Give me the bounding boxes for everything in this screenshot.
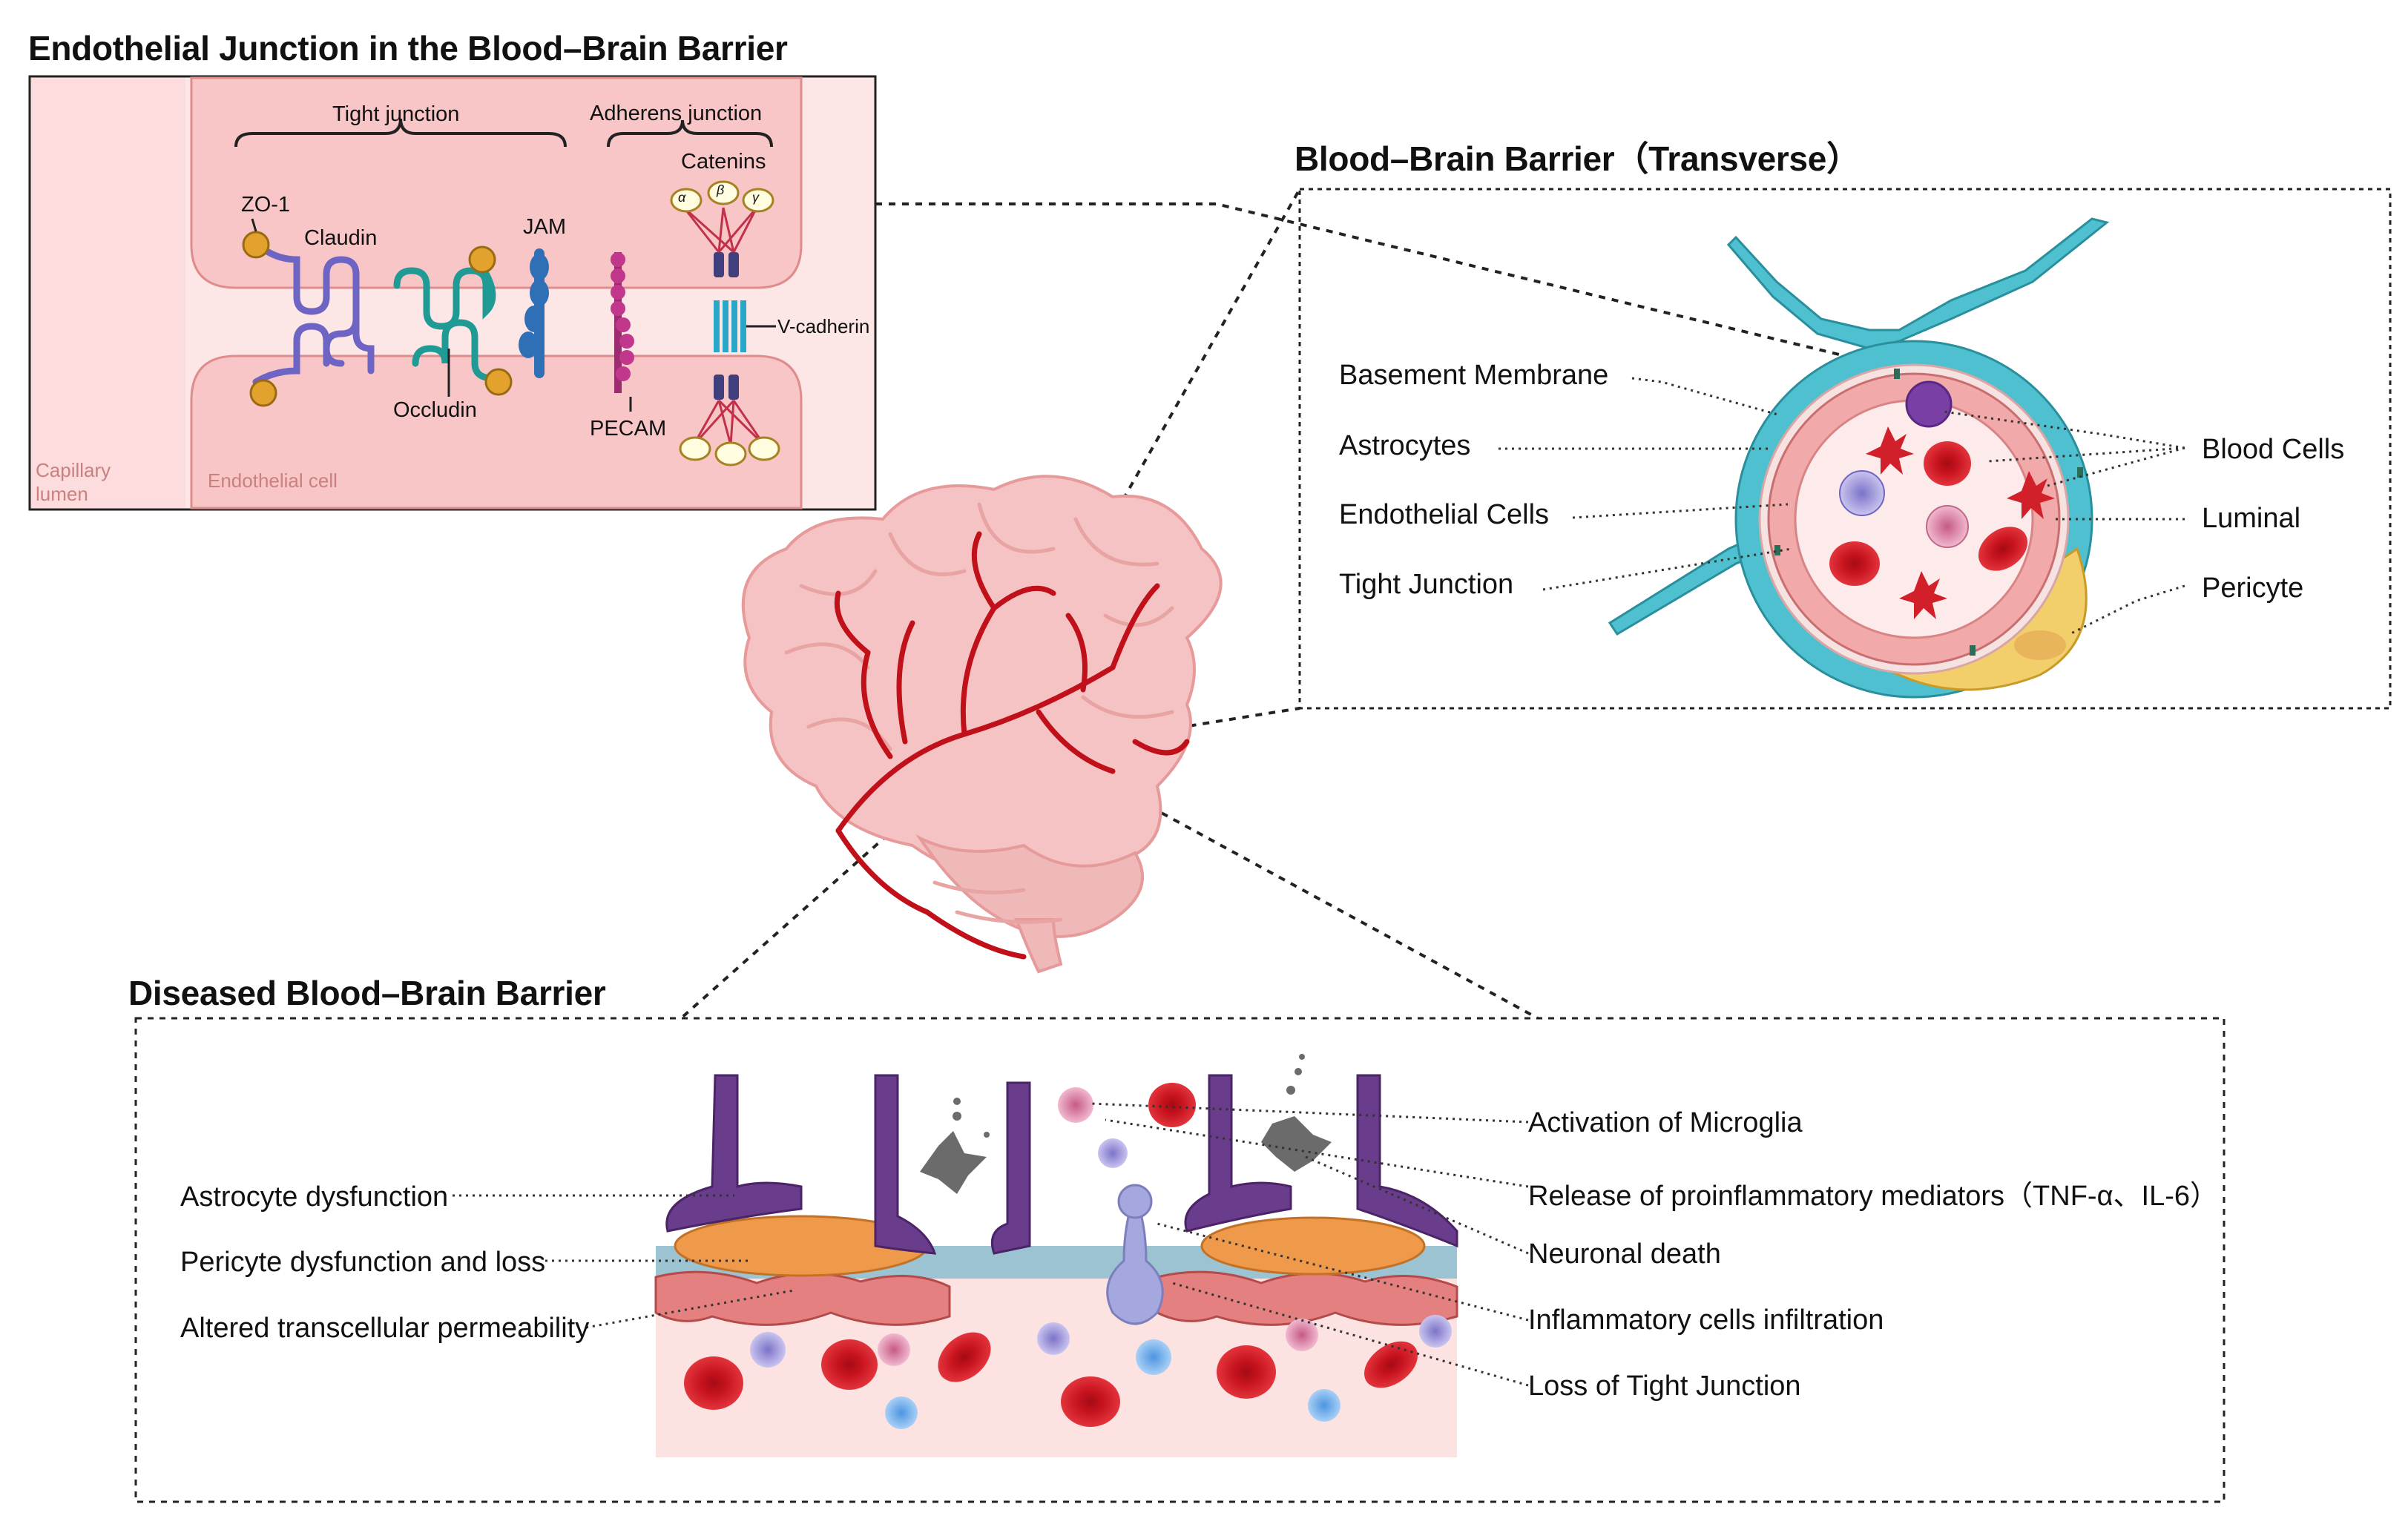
junction-title: Endothelial Junction in the Blood–Brain … <box>28 29 788 67</box>
transverse-title: Blood–Brain Barrier（Transverse） <box>1295 139 1861 178</box>
brain-illustration <box>741 475 1223 974</box>
astrocytes-label: Astrocytes <box>1339 430 1471 461</box>
inflammatory-infiltration-label: Inflammatory cells infiltration <box>1528 1305 1884 1336</box>
pecam-protein <box>611 252 634 393</box>
jam-label: JAM <box>523 215 566 239</box>
pericyte-label: Pericyte <box>2202 573 2304 604</box>
catenin-circles <box>670 180 780 466</box>
catenins-label: Catenins <box>681 150 766 174</box>
endothelial-cell-label: Endothelial cell <box>208 469 338 492</box>
diseased-panel <box>134 1017 2226 1503</box>
occludin-label: Occludin <box>393 398 477 422</box>
occludin-protein <box>393 263 497 382</box>
tight-junction-transverse-label: Tight Junction <box>1339 569 1514 600</box>
proinflammatory-label: Release of proinflammatory mediators（TNF… <box>1528 1181 2219 1212</box>
diseased-title: Diseased Blood–Brain Barrier <box>128 974 606 1012</box>
pericyte-dysfunction-label: Pericyte dysfunction and loss <box>180 1247 546 1278</box>
microglia-activation-label: Activation of Microglia <box>1528 1107 1803 1138</box>
capillary-lumen-label: Capillary lumen <box>36 459 111 505</box>
claudin-protein <box>252 240 375 386</box>
zo1-label: ZO-1 <box>241 193 291 217</box>
transverse-blood-cells <box>1829 380 2055 619</box>
junction-panel <box>28 75 877 511</box>
basement-membrane-label: Basement Membrane <box>1339 360 1609 391</box>
v-cadherin-label: V-cadherin <box>777 315 870 337</box>
tight-junction-label: Tight junction <box>332 102 460 126</box>
endothelial-cells-label: Endothelial Cells <box>1339 499 1550 530</box>
claudin-label: Claudin <box>304 226 378 250</box>
adherens-junction-label: Adherens junction <box>590 102 763 125</box>
catenin-symbol-alpha: α <box>678 190 686 205</box>
neuronal-death-label: Neuronal death <box>1528 1239 1721 1270</box>
catenin-symbol-beta: β <box>717 182 725 197</box>
altered-permeability-label: Altered transcellular permeability <box>180 1313 590 1344</box>
astrocyte-dysfunction-label: Astrocyte dysfunction <box>180 1181 449 1213</box>
transverse-panel <box>1298 188 2392 710</box>
pecam-label: PECAM <box>590 417 667 441</box>
jam-protein <box>519 248 549 378</box>
catenin-symbol-gamma: γ <box>752 190 759 205</box>
loss-tight-junction-label: Loss of Tight Junction <box>1528 1371 1801 1402</box>
v-cadherin-protein <box>682 206 776 446</box>
luminal-label: Luminal <box>2202 503 2301 534</box>
blood-cells-label: Blood Cells <box>2202 434 2345 465</box>
